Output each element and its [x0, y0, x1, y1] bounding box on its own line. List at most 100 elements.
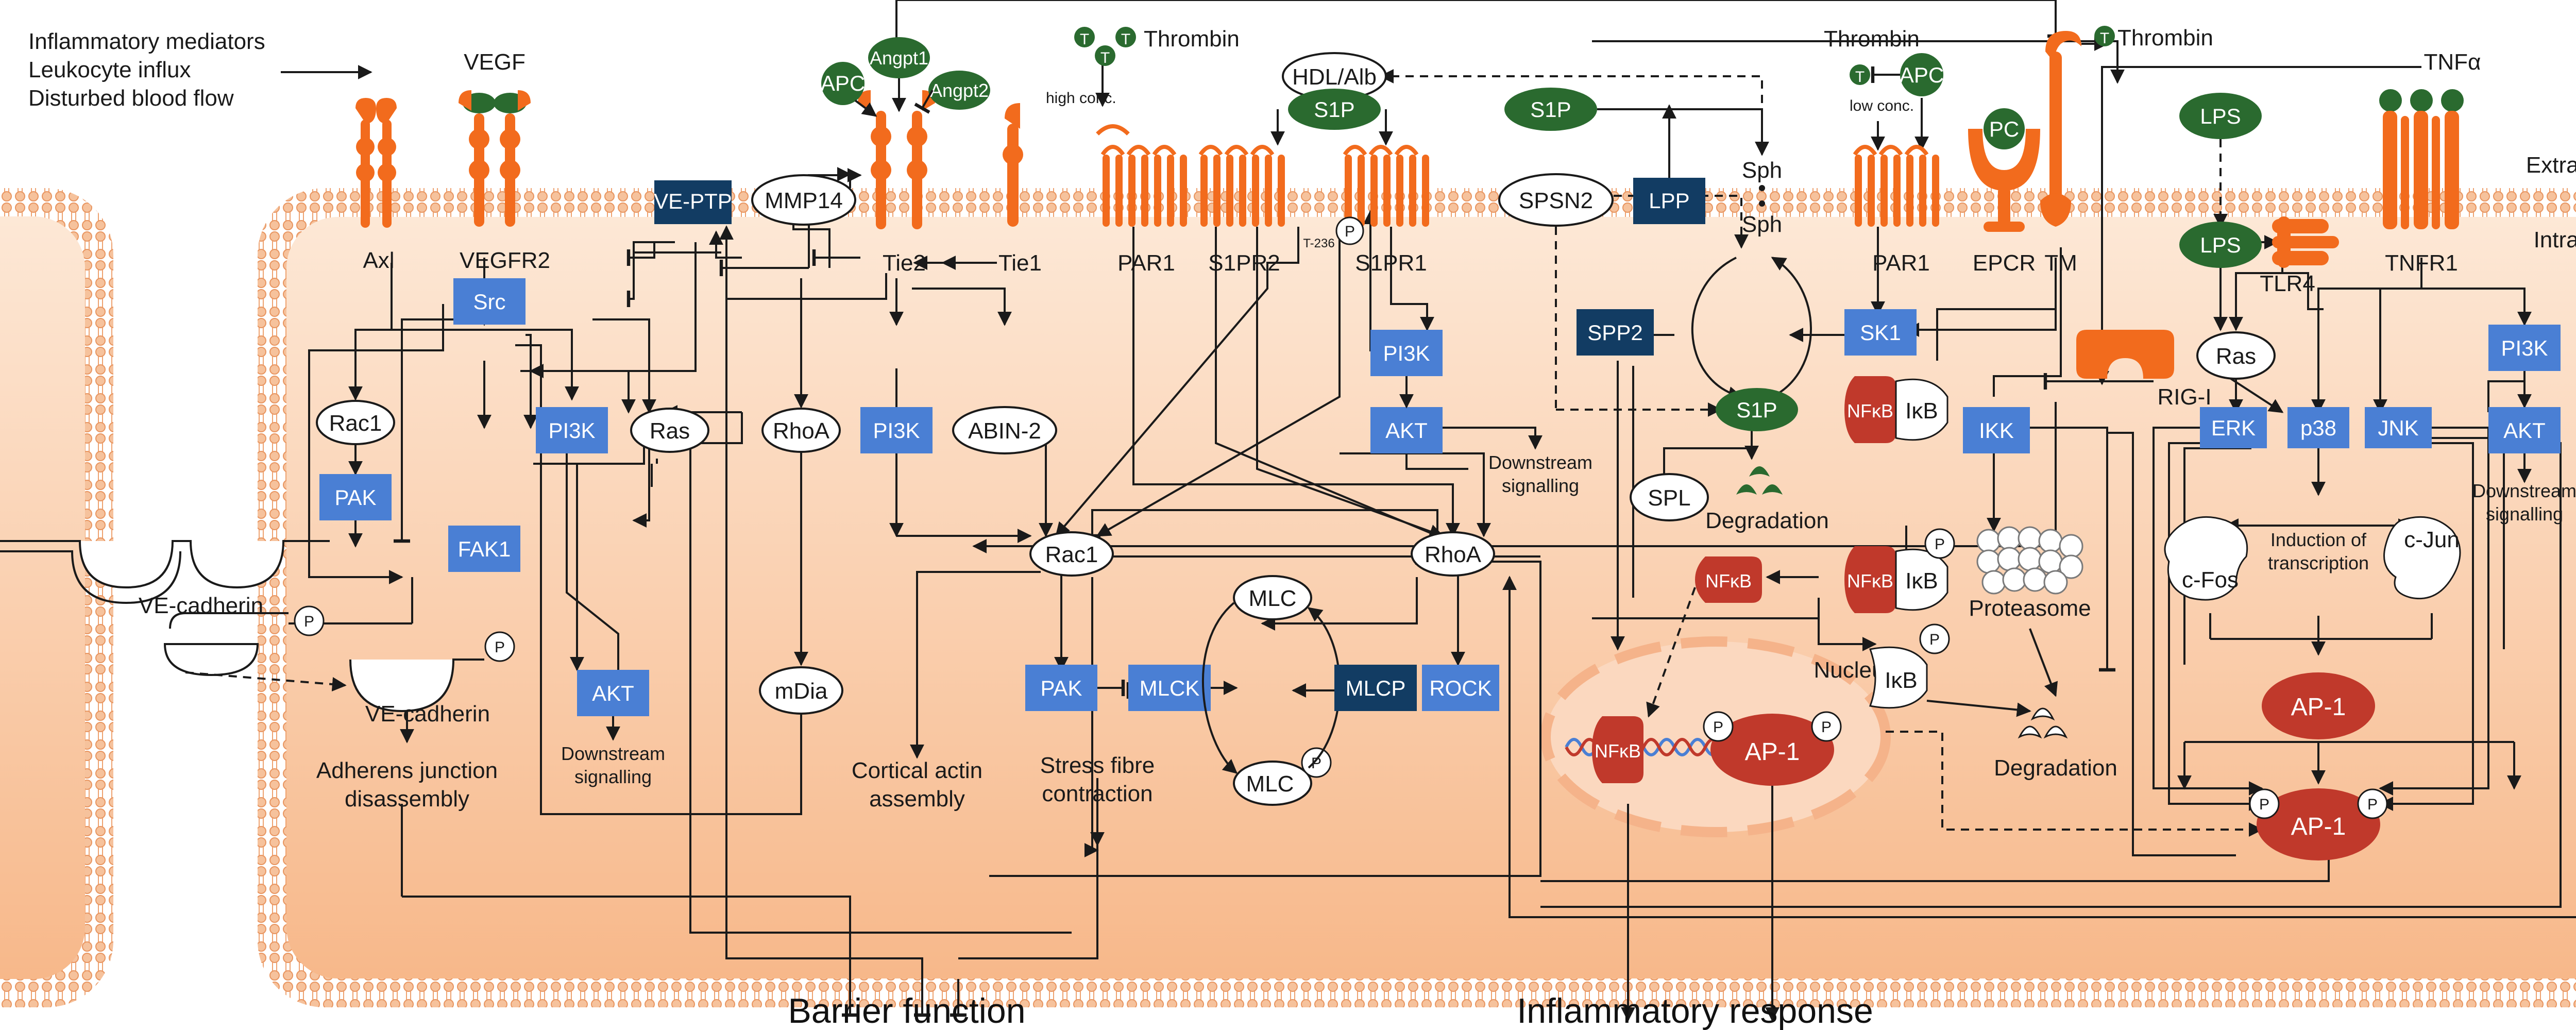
pi3k-box-1: PI3K: [536, 407, 608, 453]
ve-ptp-label: VE-PTP: [654, 189, 732, 213]
pak-box-center: PAK: [1025, 665, 1097, 711]
thrombin-right-t: T: [1855, 69, 1865, 86]
rig-i-label: RIG-I: [2157, 384, 2211, 410]
t236-label: T-236: [1303, 237, 1334, 250]
stimulus-leukocyte-influx: Leukocyte influx: [28, 57, 191, 82]
jnk-label: JNK: [2378, 416, 2418, 440]
s1pr1-receptor: [1343, 145, 1429, 227]
sph-inner-label: Sph: [1742, 212, 1782, 237]
mlck-label: MLCK: [1140, 676, 1200, 700]
lps-intracellular: LPS: [2179, 222, 2262, 268]
akt-2-downstream: Downstream: [1488, 452, 1592, 473]
ikb-free-p: P: [1929, 631, 1940, 648]
pc-ligand: PC: [1984, 108, 2025, 149]
pi3k-2-label: PI3K: [873, 418, 920, 443]
c-fos: c-Fos: [2164, 516, 2248, 601]
nfkb-free: NFκB: [1695, 556, 1762, 603]
thrombin-left: T T T Thrombin high conc.: [1046, 26, 1240, 107]
ikb-mid-label: IκB: [1905, 568, 1938, 594]
jnk-box: JNK: [2365, 407, 2432, 448]
sph-outer-label: Sph: [1742, 158, 1782, 183]
erk-label: ERK: [2211, 416, 2256, 440]
thrombin-tm: T Thrombin: [2094, 25, 2213, 50]
rhoa-node-left: RhoA: [761, 408, 841, 453]
angpt2-ligand: Angpt2: [928, 71, 990, 110]
cortical-text-1: Cortical actin: [852, 758, 982, 783]
par1-label: PAR1: [1117, 250, 1175, 276]
degradation-s1p-label: Degradation: [1705, 508, 1829, 533]
pak-center-label: PAK: [1041, 676, 1082, 700]
mdia-node: mDia: [759, 666, 843, 715]
s1pr1-p-label: P: [1345, 223, 1355, 240]
rac1-center-label: Rac1: [1045, 542, 1098, 567]
rac1-node-left: Rac1: [316, 400, 395, 445]
rock-label: ROCK: [1429, 676, 1492, 700]
lpp-label: LPP: [1649, 189, 1689, 213]
ras-right-label: Ras: [2216, 344, 2256, 369]
mmp14-label: MMP14: [765, 188, 843, 213]
ve-cad-p2: P: [495, 639, 505, 656]
akt-1-downstream: Downstream: [561, 743, 665, 764]
s1p-inner-label: S1P: [1736, 398, 1777, 422]
rhoa-left-label: RhoA: [773, 418, 830, 444]
mlcp-box: MLCP: [1334, 665, 1417, 711]
barrier-function-outcome: Barrier function: [788, 991, 1025, 1030]
s1p-inner: S1P: [1716, 388, 1798, 431]
spp2-box: SPP2: [1577, 309, 1654, 356]
high-conc-label: high conc.: [1046, 90, 1116, 107]
mlc-p-label: P: [1311, 755, 1321, 772]
fak1-label: FAK1: [458, 537, 511, 561]
ras-node-right: Ras: [2196, 331, 2276, 380]
hdl-alb-label: HDL/Alb: [1292, 64, 1377, 90]
tnfr1-receptor: TNFα: [2379, 49, 2481, 229]
proteasome: Proteasome: [1969, 526, 2091, 621]
par1-right-label: PAR1: [1872, 250, 1930, 276]
transcription-label: transcription: [2268, 552, 2369, 573]
akt-3-downstream: Downstream: [2472, 480, 2576, 501]
stress-text-2: contraction: [1042, 781, 1153, 806]
hdl-alb: HDL/Alb: [1282, 52, 1387, 100]
ap1-top: AP-1: [2262, 672, 2375, 739]
vegf-label: VEGF: [464, 49, 526, 75]
degradation-ikb: Degradation: [1994, 707, 2117, 781]
ap1-bottom: AP-1 P P: [2249, 788, 2388, 860]
ap1-bottom-p2: P: [2367, 796, 2378, 813]
apc-ligand-tie: APC: [821, 62, 865, 105]
tnfa-label: TNFα: [2424, 49, 2481, 75]
thrombin-right: Thrombin T low conc.: [1824, 26, 1920, 114]
src-label: Src: [473, 290, 506, 314]
s1pr2-receptor: [1198, 145, 1285, 227]
ikk-label: IKK: [1979, 418, 2014, 443]
s1p-free: S1P: [1504, 88, 1597, 131]
low-conc-label: low conc.: [1850, 97, 1914, 114]
akt-2-label: AKT: [1385, 418, 1428, 443]
degradation-s1p: Degradation: [1705, 466, 1829, 533]
spp2-label: SPP2: [1587, 320, 1642, 345]
rhoa-node-center: RhoA: [1411, 531, 1495, 577]
rhoa-center-label: RhoA: [1425, 542, 1482, 567]
nfkb-free-label: NFκB: [1705, 570, 1752, 592]
stimulus-disturbed-blood-flow: Disturbed blood flow: [28, 86, 234, 111]
mlcp-label: MLCP: [1346, 676, 1406, 700]
spl-label: SPL: [1648, 485, 1690, 511]
lps-extra-label: LPS: [2200, 104, 2241, 128]
tm-receptor: [2040, 31, 2081, 227]
ikb-top-label: IκB: [1905, 398, 1938, 424]
ras-left-label: Ras: [650, 418, 690, 444]
tlr4-label: TLR4: [2260, 271, 2315, 296]
adherens-text-2: disassembly: [345, 786, 469, 812]
inflammatory-response-outcome: Inflammatory response: [1517, 991, 1873, 1030]
akt-1-signalling: signalling: [574, 766, 652, 787]
induction-label: Induction of: [2270, 529, 2367, 550]
thrombin-t1: T: [1080, 31, 1089, 48]
extracellular-label: Extracellular: [2526, 153, 2576, 178]
ap1-bottom-label: AP-1: [2291, 813, 2346, 840]
epcr-receptor: [1968, 129, 2040, 232]
pc-label: PC: [1989, 117, 2019, 141]
thrombin-t3: T: [1121, 31, 1130, 48]
s1p-free-label: S1P: [1530, 97, 1571, 122]
thrombin-tm-t: T: [2100, 30, 2109, 47]
akt-3-label: AKT: [2503, 418, 2546, 443]
ikk-box: IKK: [1963, 407, 2030, 453]
axl-label: Axl: [363, 248, 394, 273]
